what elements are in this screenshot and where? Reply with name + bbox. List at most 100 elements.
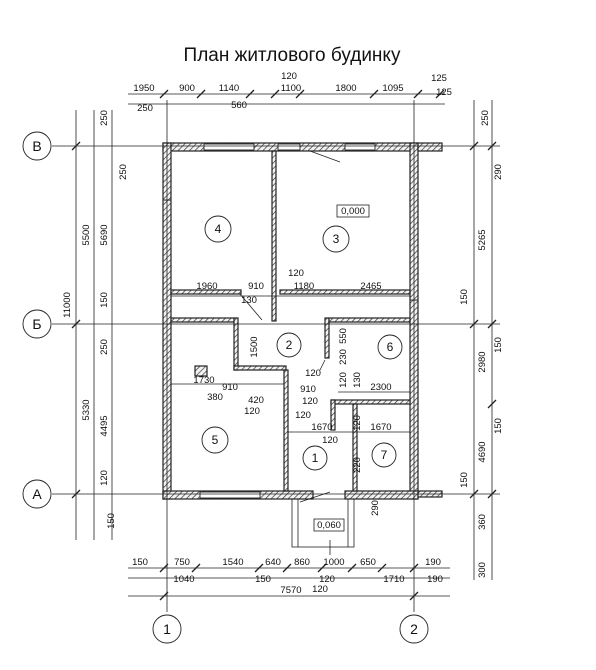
svg-text:650: 650	[360, 557, 376, 568]
svg-text:150: 150	[493, 337, 504, 353]
svg-text:750: 750	[174, 557, 190, 568]
svg-text:120: 120	[338, 372, 349, 388]
svg-text:120: 120	[99, 470, 110, 486]
svg-text:150: 150	[493, 418, 504, 434]
svg-text:910: 910	[222, 382, 238, 393]
svg-text:550: 550	[338, 328, 349, 344]
svg-text:5690: 5690	[99, 224, 110, 245]
svg-text:190: 190	[425, 557, 441, 568]
svg-text:1180: 1180	[294, 281, 314, 292]
svg-text:120: 120	[319, 574, 335, 585]
svg-text:7570: 7570	[280, 585, 301, 596]
svg-text:150: 150	[255, 574, 271, 585]
svg-text:640: 640	[265, 557, 281, 568]
interior-walls	[170, 150, 411, 492]
room-number: 5	[212, 433, 219, 447]
svg-text:220: 220	[352, 457, 363, 473]
svg-text:150: 150	[132, 557, 148, 568]
axis-bubble-2: 2	[399, 614, 429, 644]
svg-text:230: 230	[338, 349, 349, 365]
svg-text:130: 130	[241, 295, 257, 306]
svg-text:560: 560	[231, 100, 247, 111]
level-mark: 0,000	[341, 206, 365, 217]
axis-bubble-1: 1	[152, 614, 182, 644]
svg-text:130: 130	[352, 372, 363, 388]
svg-text:150: 150	[459, 472, 470, 488]
svg-text:250: 250	[99, 339, 110, 355]
svg-text:1000: 1000	[323, 557, 344, 568]
svg-text:125: 125	[431, 73, 447, 84]
svg-text:290: 290	[493, 164, 504, 180]
room-number: 2	[286, 338, 293, 352]
svg-text:2: 2	[410, 621, 418, 637]
svg-text:1730: 1730	[193, 375, 214, 386]
dimension-ticks	[71, 89, 497, 601]
svg-text:4690: 4690	[477, 441, 488, 462]
plan-title: План житлового будинку	[184, 45, 401, 66]
svg-text:4495: 4495	[99, 415, 110, 436]
svg-text:1500: 1500	[249, 336, 260, 357]
svg-text:1950: 1950	[133, 83, 154, 94]
room-number: 6	[387, 340, 394, 354]
svg-text:860: 860	[294, 557, 310, 568]
dimension-labels-bottom: 150 750 1540 640 860 1000 650 190 1040 1…	[132, 557, 443, 596]
svg-text:150: 150	[459, 289, 470, 305]
room-number: 3	[333, 232, 340, 246]
svg-text:2980: 2980	[477, 351, 488, 372]
svg-text:1140: 1140	[219, 83, 239, 94]
svg-text:1095: 1095	[382, 83, 403, 94]
svg-text:2465: 2465	[360, 281, 381, 292]
svg-text:120: 120	[305, 368, 321, 379]
dimension-lines	[75, 93, 493, 597]
entrance-steps	[291, 498, 355, 555]
svg-text:250: 250	[137, 103, 153, 114]
room-number: 4	[215, 222, 222, 236]
svg-text:120: 120	[302, 396, 318, 407]
svg-text:В: В	[32, 138, 41, 154]
axis-bubble-v: В	[22, 131, 52, 161]
svg-text:2300: 2300	[370, 382, 391, 393]
svg-text:1670: 1670	[311, 422, 332, 433]
svg-text:1040: 1040	[173, 574, 194, 585]
svg-text:360: 360	[477, 514, 488, 530]
svg-text:120: 120	[312, 584, 328, 595]
svg-text:120: 120	[295, 410, 311, 421]
svg-text:300: 300	[477, 562, 488, 578]
dimension-labels-left: 11000 5500 5690 5330 4495 250 250 150 25…	[62, 110, 129, 529]
svg-text:120: 120	[244, 406, 260, 417]
svg-text:250: 250	[99, 110, 110, 126]
svg-text:150: 150	[106, 513, 117, 529]
dimension-labels-interior: 1960 910 120 130 1180 2465 1500 550 230 …	[193, 268, 391, 473]
svg-text:1960: 1960	[196, 281, 217, 292]
svg-text:380: 380	[207, 392, 223, 403]
level-mark-box	[336, 204, 370, 218]
svg-text:910: 910	[300, 384, 316, 395]
svg-text:250: 250	[118, 164, 129, 180]
svg-text:900: 900	[179, 83, 195, 94]
svg-text:120: 120	[322, 435, 338, 446]
dimension-labels-top: 1950 900 1140 120 1100 1800 1095 125 250…	[133, 71, 452, 114]
svg-text:5330: 5330	[81, 399, 92, 420]
svg-text:А: А	[32, 486, 42, 502]
svg-text:120: 120	[281, 71, 297, 82]
svg-text:190: 190	[427, 574, 443, 585]
svg-text:5265: 5265	[477, 229, 488, 250]
dimension-labels-right: 250 290 5265 150 150 2980 150 4690 150 3…	[370, 110, 504, 578]
svg-text:125: 125	[436, 87, 452, 98]
svg-text:1670: 1670	[370, 422, 391, 433]
windows	[163, 143, 418, 499]
axis-bubble-a: А	[22, 479, 52, 509]
svg-text:290: 290	[370, 500, 381, 516]
svg-text:120: 120	[288, 268, 304, 279]
svg-text:Б: Б	[32, 316, 41, 332]
svg-text:1540: 1540	[222, 557, 243, 568]
svg-text:910: 910	[248, 281, 264, 292]
svg-text:420: 420	[248, 395, 264, 406]
svg-text:250: 250	[480, 110, 491, 126]
svg-text:1710: 1710	[383, 574, 404, 585]
room-number: 7	[381, 448, 388, 462]
svg-text:5500: 5500	[81, 224, 92, 245]
svg-text:120: 120	[352, 415, 363, 431]
grid-axes	[52, 100, 500, 612]
